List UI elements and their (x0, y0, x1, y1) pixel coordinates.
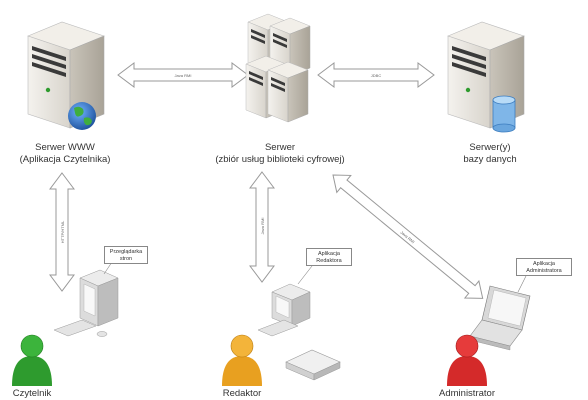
editor-app-note-line2: Redaktora (316, 258, 342, 264)
database-server-icon (447, 21, 525, 133)
admin-label: Administrator (439, 388, 495, 399)
www-server-icon (27, 21, 105, 130)
db-server-title: Serwer(y) (469, 142, 511, 153)
admin-laptop-icon (469, 285, 531, 351)
scanner-icon (285, 349, 341, 381)
database-cylinder-icon (492, 95, 516, 133)
editor-computer-icon (257, 283, 311, 337)
browser-note-leader (103, 261, 113, 275)
admin-app-note: Aplikacja Administratora (516, 258, 572, 276)
connector-label-editor: Java RMI (260, 218, 265, 235)
browser-note-line1: Przeglądarka (109, 249, 143, 255)
www-server-subtitle: (Aplikacja Czytelnika) (19, 154, 111, 165)
reader-computer-icon (53, 269, 119, 337)
connector-label-jdbc: JDBC (371, 73, 382, 78)
connector-www-central: Java RMI (117, 62, 249, 88)
connector-www-reader: HTTP/HTML (49, 172, 75, 292)
admin-note-leader (517, 275, 527, 293)
db-server-label: Serwer(y) bazy danych (440, 142, 540, 166)
globe-icon (68, 102, 96, 130)
www-server-title: Serwer WWW (35, 142, 95, 153)
reader-label: Czytelnik (12, 388, 52, 399)
www-server-label: Serwer WWW (Aplikacja Czytelnika) (2, 142, 128, 166)
admin-person-icon (447, 334, 487, 386)
central-server-title: Serwer (264, 142, 296, 153)
editor-label: Redaktor (222, 388, 262, 399)
editor-app-note-line1: Aplikacja (317, 251, 340, 257)
connector-central-db: JDBC (317, 62, 435, 88)
central-server-subtitle: (zbiór usług biblioteki cyfrowej) (215, 154, 345, 165)
central-server-cluster-icon (245, 13, 311, 123)
db-server-subtitle: bazy danych (463, 154, 517, 165)
admin-app-note-line1: Aplikacja (532, 261, 555, 267)
browser-note: Przeglądarka stron (104, 246, 148, 264)
central-server-label: Serwer (zbiór usług biblioteki cyfrowej) (196, 142, 364, 166)
connector-central-editor: Java RMI (249, 171, 275, 283)
editor-person-icon (222, 334, 262, 386)
connector-label-http: HTTP/HTML (60, 220, 65, 243)
reader-person-icon (12, 334, 52, 386)
connector-label-java-rmi: Java RMI (175, 73, 192, 78)
browser-note-line2: stron (119, 256, 133, 262)
connector-central-admin: Java RMI (332, 174, 484, 299)
admin-app-note-line2: Administratora (526, 268, 562, 274)
editor-note-leader (297, 265, 313, 285)
editor-app-note: Aplikacja Redaktora (306, 248, 352, 266)
